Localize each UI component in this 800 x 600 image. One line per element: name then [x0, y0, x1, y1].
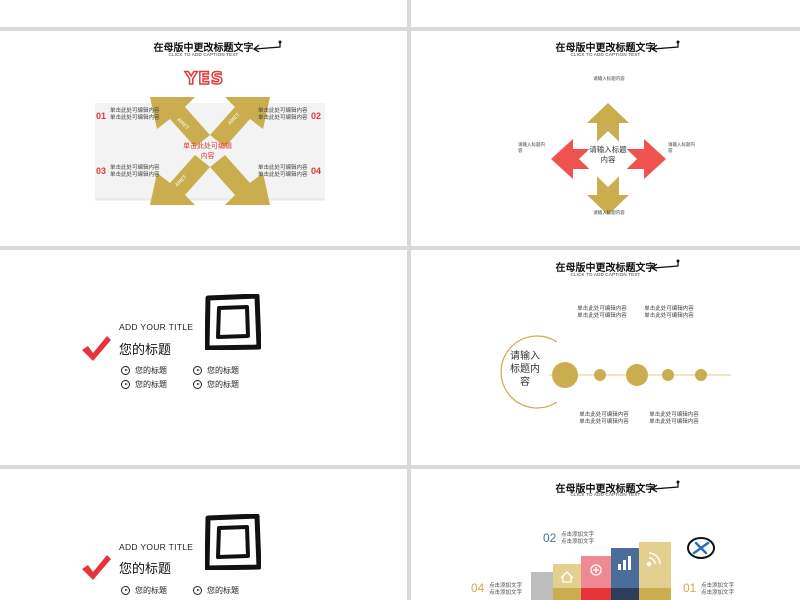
top-item-1: 单击此处可编辑内容 单击此处可编辑内容: [577, 306, 627, 319]
item-text-04: 点击添加文字 点击添加文字: [489, 583, 523, 596]
title-cn: 您的标题: [119, 562, 172, 577]
square-frame-icon: [205, 514, 261, 570]
slide-title: 在母版中更改标题文字: [555, 43, 656, 54]
play-circle-icon: [121, 380, 130, 389]
home-icon: [560, 571, 574, 583]
item-text-01: 单击此处可编辑内容 单击此处可编辑内容: [110, 108, 160, 121]
item-number-03: 03: [96, 166, 107, 176]
item-text-02: 单击此处可编辑内容 单击此处可编辑内容: [258, 108, 308, 121]
bullet-3: 您的标题: [121, 379, 167, 390]
top-text: 请输入标题内容: [593, 77, 625, 82]
slide-subtitle: CLICK TO ADD CAPTION TEXT: [570, 52, 641, 57]
plus-circle-icon: [590, 564, 602, 576]
slide-subtitle: CLICK TO ADD CAPTION TEXT: [168, 52, 239, 57]
arrow-top-right: [210, 97, 270, 147]
right-text: 请输入标题内容: [668, 143, 695, 154]
arrow-bottom-left: [150, 155, 210, 205]
return-arrow-icon: [650, 259, 680, 272]
item-number-02: 02: [311, 111, 322, 121]
return-arrow-icon: [650, 480, 680, 493]
compass-icon: [687, 537, 715, 559]
circle-title-text: 请输入标题内容: [510, 351, 540, 388]
title-en: ADD YOUR TITLE: [119, 322, 194, 332]
bullet-2: 您的标题: [193, 365, 239, 376]
play-circle-icon: [193, 586, 202, 595]
arrow-bottom-right: [210, 155, 270, 205]
slide-subtitle: CLICK TO ADD CAPTION TEXT: [570, 492, 641, 497]
item-text-01: 点击添加文字 点击添加文字: [701, 583, 735, 596]
slide-thumbnail-top-left[interactable]: [0, 0, 407, 27]
bottom-text: 请输入标题内容: [593, 211, 625, 216]
bottom-item-1: 单击此处可编辑内容 单击此处可编辑内容: [579, 412, 629, 425]
rss-icon: [646, 552, 661, 567]
item-text-02: 点击添加文字 点击添加文字: [561, 532, 595, 545]
arrow-top-left: [150, 97, 210, 147]
item-number-01: 01: [683, 581, 697, 595]
slide-title: 在母版中更改标题文字: [555, 263, 656, 274]
arrow-right: [626, 139, 666, 179]
title-cn: 您的标题: [119, 343, 172, 358]
slide-thumbnail-4[interactable]: 在母版中更改标题文字 CLICK TO ADD CAPTION TEXT 请输入…: [411, 250, 800, 465]
slide-thumbnail-5[interactable]: ADD YOUR TITLE 您的标题 您的标题 您的标题: [0, 469, 407, 600]
four-arrows-diagram: AMET AMET AMET: [95, 97, 325, 205]
checkmark-icon: [82, 555, 111, 580]
bullet-4: 您的标题: [193, 379, 239, 390]
arrow-left: [551, 139, 591, 179]
bullet-2: 您的标题: [193, 585, 239, 596]
bottom-item-2: 单击此处可编辑内容 单击此处可编辑内容: [649, 412, 699, 425]
arrow-up: [587, 103, 629, 143]
center-text: 单击此处可编辑内容: [183, 142, 232, 160]
arrow-down: [587, 175, 629, 215]
play-circle-icon: [193, 366, 202, 375]
return-arrow-icon: [252, 40, 282, 53]
item-number-01: 01: [96, 111, 107, 121]
item-number-02: 02: [543, 531, 557, 545]
step-bars-diagram: [531, 542, 671, 600]
slide-thumbnail-top-right[interactable]: [411, 0, 800, 27]
play-circle-icon: [121, 586, 130, 595]
slide-thumbnail-1[interactable]: 在母版中更改标题文字 CLICK TO ADD CAPTION TEXT YES…: [0, 31, 407, 246]
slide-title: 在母版中更改标题文字: [555, 484, 656, 495]
left-text: 请输入标题内容: [518, 143, 545, 154]
title-en: ADD YOUR TITLE: [119, 542, 194, 552]
slide-title: 在母版中更改标题文字: [153, 43, 254, 54]
bullet-1: 您的标题: [121, 365, 167, 376]
slide-subtitle: CLICK TO ADD CAPTION TEXT: [570, 272, 641, 277]
slide-thumbnail-6[interactable]: 在母版中更改标题文字 CLICK TO ADD CAPTION TEXT 02 …: [411, 469, 800, 600]
top-item-2: 单击此处可编辑内容 单击此处可编辑内容: [644, 306, 694, 319]
timeline-diagram: [500, 335, 731, 409]
center-title-text: 请输入标题内容: [589, 145, 627, 164]
slide-thumbnail-2[interactable]: 在母版中更改标题文字 CLICK TO ADD CAPTION TEXT 请输入…: [411, 31, 800, 246]
return-arrow-icon: [650, 40, 680, 53]
item-number-04: 04: [311, 166, 322, 176]
slide-thumbnail-3[interactable]: ADD YOUR TITLE 您的标题 您的标题 您的标题 您的标题 您的标题: [0, 250, 407, 465]
play-circle-icon: [121, 366, 130, 375]
bar-chart-icon: [618, 556, 631, 570]
cross-arrows-diagram: [551, 103, 666, 215]
play-circle-icon: [193, 380, 202, 389]
item-number-04: 04: [471, 581, 485, 595]
square-frame-icon: [205, 294, 261, 350]
item-text-03: 单击此处可编辑内容 单击此处可编辑内容: [110, 165, 160, 178]
yes-label: YES: [184, 68, 225, 90]
item-text-04: 单击此处可编辑内容 单击此处可编辑内容: [258, 165, 308, 178]
bullet-1: 您的标题: [121, 585, 167, 596]
checkmark-icon: [82, 336, 111, 361]
